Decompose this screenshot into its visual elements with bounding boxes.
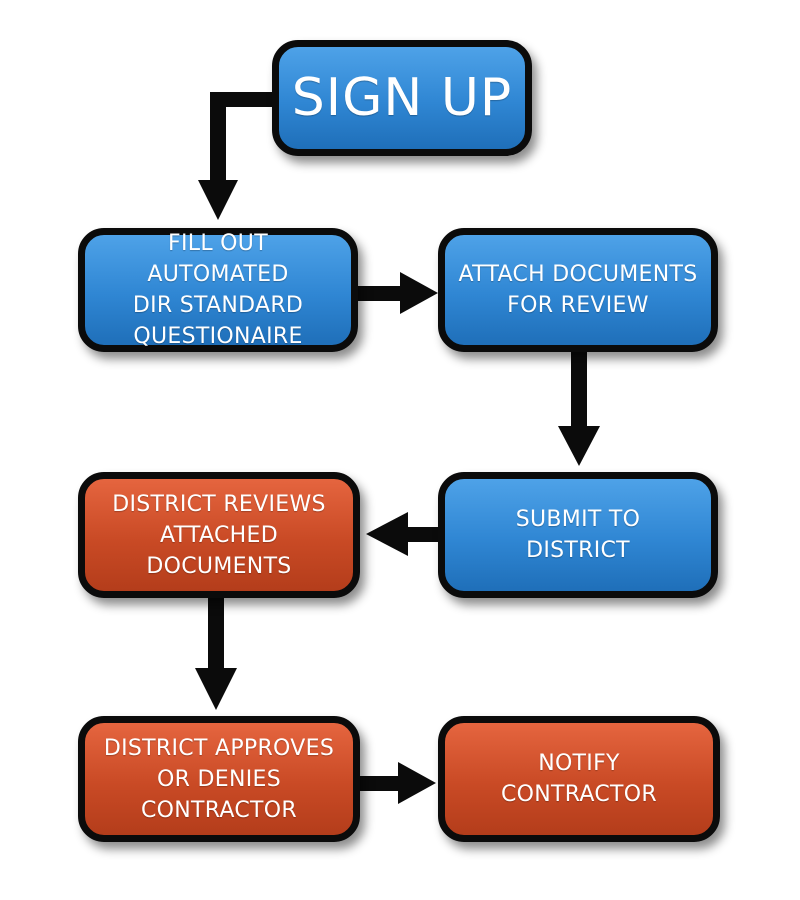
node-district-reviews: DISTRICT REVIEWS ATTACHED DOCUMENTS (78, 472, 360, 598)
arrow-attach-to-submit (558, 350, 600, 466)
node-notify-label: NOTIFY CONTRACTOR (500, 751, 658, 807)
node-district-approves: DISTRICT APPROVES OR DENIES CONTRACTOR (78, 716, 360, 842)
arrow-approves-to-notify (358, 762, 436, 804)
arrow-submit-to-reviews (366, 512, 447, 556)
node-fill-out-label: FILL OUT AUTOMATED DIR STANDARD QUESTION… (132, 231, 304, 349)
node-sign-up: SIGN UP (272, 40, 532, 156)
node-district-approves-label: DISTRICT APPROVES OR DENIES CONTRACTOR (103, 735, 335, 823)
node-fill-out-questionnaire: FILL OUT AUTOMATED DIR STANDARD QUESTION… (78, 228, 358, 352)
node-notify-contractor: NOTIFY CONTRACTOR (438, 716, 720, 842)
arrow-fillout-to-attach (352, 272, 438, 314)
node-submit-label: SUBMIT TO DISTRICT (515, 507, 641, 563)
arrow-reviews-to-approves (195, 592, 237, 710)
node-sign-up-label: SIGN UP (291, 68, 513, 128)
node-attach-documents-label: ATTACH DOCUMENTS FOR REVIEW (458, 262, 698, 318)
node-attach-documents: ATTACH DOCUMENTS FOR REVIEW (438, 228, 718, 352)
arrow-signup-to-fillout (198, 92, 282, 220)
node-district-reviews-label: DISTRICT REVIEWS ATTACHED DOCUMENTS (112, 491, 326, 579)
node-submit-to-district: SUBMIT TO DISTRICT (438, 472, 718, 598)
